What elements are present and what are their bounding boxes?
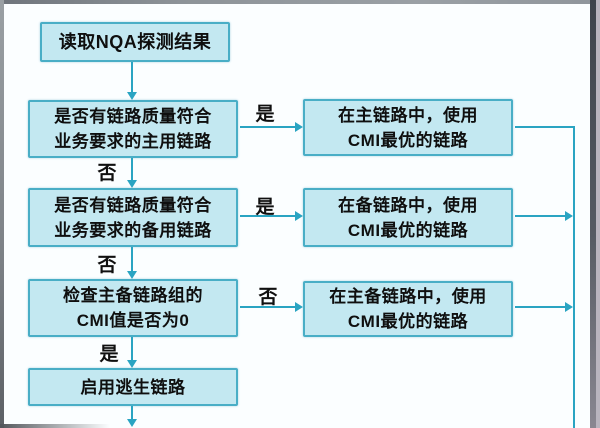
frame-border-right-dark (590, 0, 596, 428)
connector-backup-to-cmi (131, 247, 133, 271)
arrowhead-backup-to-cmi (127, 271, 137, 279)
arrowhead-primary-to-backup (127, 180, 137, 188)
arrowhead-cmi-no (295, 302, 303, 312)
node-check-cmi-zero: 检查主备链路组的 CMI值是否为0 (28, 279, 238, 337)
arrowhead-escape-down (127, 419, 137, 427)
frame-border-bottom-chip (0, 424, 110, 428)
edge-label-backup-yes: 是 (255, 197, 275, 218)
node-use-primary-backup-link: 在主备链路中，使用 CMI最优的链路 (303, 281, 513, 337)
arrowhead-primary-yes (295, 122, 303, 132)
node-use-backup-link: 在备链路中，使用 CMI最优的链路 (303, 188, 513, 247)
arrowhead-use-primary-backup-out (565, 302, 573, 312)
edge-label-primary-yes: 是 (255, 104, 275, 125)
connector-merge-rail (573, 126, 575, 428)
connector-escape-down (131, 406, 133, 419)
arrowhead-cmi-to-escape (127, 360, 137, 368)
node-check-primary-link-quality: 是否有链路质量符合 业务要求的主用链路 (28, 100, 238, 158)
edge-label-primary-no: 否 (97, 163, 117, 184)
node-read-nqa-results: 读取NQA探测结果 (40, 22, 230, 62)
connector-primary-yes (240, 126, 295, 128)
connector-use-backup-out (515, 215, 565, 217)
edge-label-cmi-no: 否 (258, 287, 278, 308)
edge-label-backup-no: 否 (97, 255, 117, 276)
connector-primary-to-backup (131, 158, 133, 180)
frame-border-top (0, 0, 600, 4)
frame-border-right-light (596, 0, 600, 428)
arrowhead-backup-yes (295, 211, 303, 221)
connector-backup-yes (240, 215, 295, 217)
arrowhead-read-to-primary (127, 92, 137, 100)
connector-read-to-primary (131, 62, 133, 92)
frame-border-left (0, 0, 4, 428)
connector-use-primary-out (515, 126, 575, 128)
arrowhead-use-backup-out (565, 211, 573, 221)
connector-cmi-no (240, 306, 295, 308)
edge-label-cmi-yes: 是 (99, 344, 119, 365)
connector-use-primary-backup-out (515, 306, 565, 308)
node-enable-escape-link: 启用逃生链路 (28, 368, 238, 406)
connector-cmi-to-escape (131, 337, 133, 360)
node-use-primary-link: 在主链路中，使用 CMI最优的链路 (303, 99, 513, 156)
node-check-backup-link-quality: 是否有链路质量符合 业务要求的备用链路 (28, 188, 238, 247)
